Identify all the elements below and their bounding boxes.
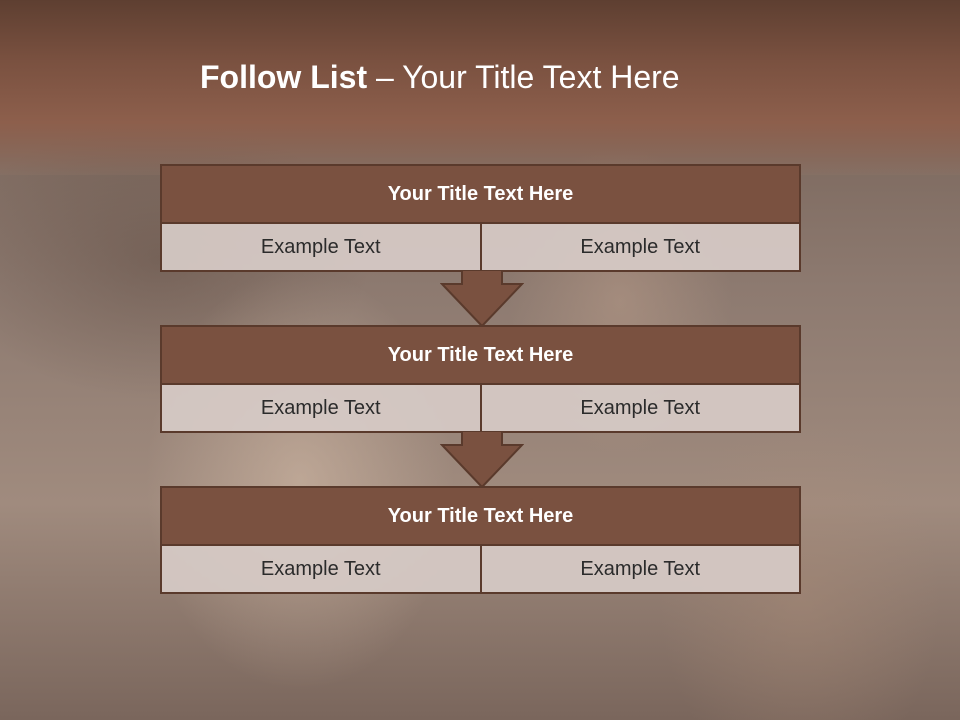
- block-title: Your Title Text Here: [162, 327, 799, 385]
- down-arrow-icon: [440, 270, 524, 328]
- block-row: Example Text Example Text: [162, 385, 799, 431]
- block-row: Example Text Example Text: [162, 224, 799, 270]
- down-arrow-icon: [440, 431, 524, 489]
- block-cell-left: Example Text: [162, 385, 480, 431]
- list-block-1: Your Title Text Here Example Text Exampl…: [160, 164, 801, 272]
- header-band: [0, 0, 960, 175]
- list-block-3: Your Title Text Here Example Text Exampl…: [160, 486, 801, 594]
- block-cell-right: Example Text: [479, 546, 799, 592]
- block-row: Example Text Example Text: [162, 546, 799, 592]
- page-title: Follow List – Your Title Text Here: [200, 52, 680, 102]
- page-title-rest: – Your Title Text Here: [367, 59, 680, 95]
- block-title: Your Title Text Here: [162, 488, 799, 546]
- list-block-2: Your Title Text Here Example Text Exampl…: [160, 325, 801, 433]
- block-cell-right: Example Text: [479, 224, 799, 270]
- block-title: Your Title Text Here: [162, 166, 799, 224]
- page-title-bold: Follow List: [200, 59, 368, 95]
- block-cell-left: Example Text: [162, 546, 480, 592]
- block-cell-left: Example Text: [162, 224, 480, 270]
- block-cell-right: Example Text: [479, 385, 799, 431]
